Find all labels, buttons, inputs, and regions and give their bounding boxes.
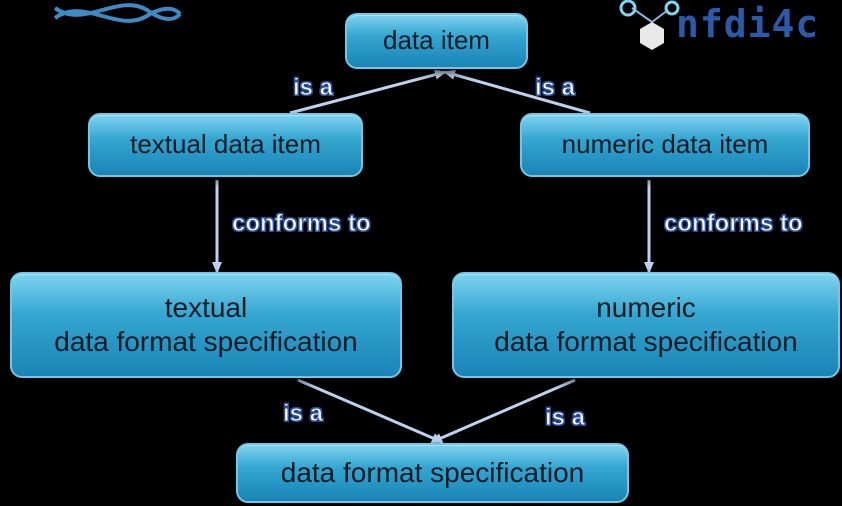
edge-label-conforms-left: conforms to <box>232 210 372 238</box>
node-numeric-data-item-label: numeric data item <box>561 129 769 160</box>
arrow-numeric-spec-is-a <box>430 378 576 444</box>
node-numeric-spec-line1: numeric <box>596 291 696 323</box>
node-data-format-spec: data format specification <box>236 443 629 503</box>
edge-label-is-a-left-top: is a <box>292 74 334 102</box>
node-data-format-spec-label: data format specification <box>280 456 585 488</box>
edge-label-is-a-right-top: is a <box>534 74 576 102</box>
nfdi4c-logo-icon <box>619 0 680 50</box>
wave-logo-icon <box>53 3 182 23</box>
node-numeric-data-item: numeric data item <box>520 113 810 177</box>
arrow-numeric-is-a-data-item <box>443 69 591 115</box>
node-numeric-spec: numeric data format specification <box>452 272 840 378</box>
node-data-item-label: data item <box>383 25 490 56</box>
node-textual-spec: textual data format specification <box>10 272 402 378</box>
arrow-textual-spec-is-a <box>297 378 444 444</box>
edge-label-is-a-left-bottom: is a <box>282 400 324 428</box>
node-textual-spec-line1: textual <box>164 291 248 323</box>
logo-text: nfdi4c <box>676 2 820 46</box>
arrow-textual-is-a-data-item <box>289 69 447 115</box>
node-numeric-spec-line2: data format specification <box>494 326 798 357</box>
node-textual-data-item-label: textual data item <box>130 129 321 160</box>
node-textual-data-item: textual data item <box>88 113 363 177</box>
edge-label-conforms-right: conforms to <box>664 210 804 238</box>
node-data-item: data item <box>345 13 528 69</box>
edge-label-is-a-right-bottom: is a <box>544 404 586 432</box>
node-textual-spec-line2: data format specification <box>54 326 358 357</box>
